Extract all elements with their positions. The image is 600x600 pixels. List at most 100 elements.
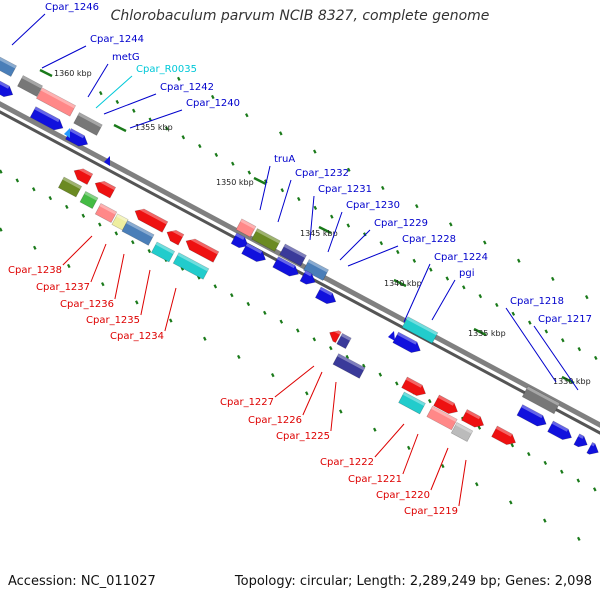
gene-upper-shine (402, 392, 426, 407)
callout-line (114, 253, 125, 300)
gene-label-cpar_1244: Cpar_1244 (90, 34, 144, 45)
gene-label-cpar_1226: Cpar_1226 (248, 415, 302, 426)
gene-label-cpar_1229: Cpar_1229 (374, 218, 428, 229)
gene-forward (65, 128, 89, 147)
gene-forward (392, 331, 421, 353)
callout-line (347, 245, 399, 267)
tick-dot (131, 240, 135, 245)
gene-upper (461, 409, 485, 428)
tick-dot (237, 354, 241, 360)
gene-forward-body (241, 242, 266, 262)
tick-dot (551, 276, 555, 282)
gene-upper (235, 218, 257, 238)
gene-lower (329, 327, 342, 344)
tick-dot (362, 363, 366, 368)
tick-dot (271, 373, 275, 378)
tick-dot (101, 282, 105, 287)
gene-label-cpar_1234: Cpar_1234 (110, 331, 164, 342)
gene-lower (172, 252, 210, 280)
tick-dot (544, 329, 549, 334)
gene-upper (332, 353, 366, 379)
callout-line (62, 235, 93, 266)
tick-dot (528, 320, 532, 325)
gene-upper (521, 385, 561, 415)
tick-dot (312, 337, 317, 342)
gene-upper-body (332, 353, 366, 379)
gene-lower-shine (96, 177, 116, 191)
tick-dot (483, 240, 487, 245)
gene-forward-body (272, 256, 299, 277)
gene-forward-body (547, 420, 572, 440)
gene-upper-body (433, 394, 458, 414)
gene-lower (73, 165, 94, 185)
accession-text: Accession: NC_011027 (8, 574, 156, 589)
tick-dot (395, 381, 399, 386)
tick-dot (169, 318, 173, 323)
gene-forward-body (516, 404, 547, 427)
tick-dot (297, 196, 301, 202)
gene-label-cpar_1231: Cpar_1231 (318, 184, 372, 195)
gene-upper-shine (77, 112, 103, 128)
tick-dot (246, 301, 251, 307)
tick-dot (198, 143, 202, 149)
callout-line (430, 447, 449, 491)
gene-lower-body (94, 180, 117, 199)
tick-dot (177, 76, 181, 81)
tick-dot (114, 231, 119, 236)
tick-dot (576, 478, 581, 483)
gene-lower-shine (75, 165, 93, 177)
gene-forward (299, 270, 316, 285)
callout-line (95, 75, 133, 109)
gene-upper-body (491, 425, 516, 445)
gene-lower-body (79, 191, 99, 209)
gene-forward-shine (69, 128, 85, 139)
gene-upper-shine (405, 377, 423, 388)
gene-lower-body (150, 241, 176, 263)
strand-marker (104, 156, 110, 166)
tick-dot (593, 487, 597, 492)
gene-upper (401, 376, 426, 396)
gene-forward-shine (235, 232, 245, 240)
gene-upper-body (235, 218, 257, 238)
callout-line (339, 229, 371, 261)
gene-upper-shine (21, 75, 43, 89)
tick-dot (560, 469, 564, 474)
gene-forward-shine (578, 433, 584, 439)
gene-lower (121, 220, 155, 246)
major-tick (253, 176, 267, 186)
callout-line (302, 371, 323, 416)
major-tick (473, 327, 487, 337)
gene-lower-shine (84, 191, 99, 201)
tick-dot (347, 167, 351, 172)
callout-line (374, 423, 405, 458)
kbp-label: 1360 kbp (54, 69, 92, 78)
gene-upper-shine (255, 228, 281, 244)
gene-forward (586, 441, 599, 455)
gene-label-cpar_1242: Cpar_1242 (160, 82, 214, 93)
gene-lower-shine (177, 252, 209, 272)
tick-dot (517, 258, 521, 263)
gene-upper (73, 112, 103, 136)
tick-dot (441, 463, 445, 469)
tick-dot (230, 293, 234, 298)
tick-dot (373, 427, 377, 432)
tick-dot (346, 223, 351, 228)
gene-forward (272, 256, 299, 277)
gene-forward-shine (397, 332, 418, 345)
gene-forward-body (573, 433, 588, 448)
gene-forward-body (230, 232, 249, 249)
tick-dot (379, 241, 384, 246)
callout-line (309, 195, 315, 241)
callout-line (103, 93, 157, 115)
tick-dot (462, 285, 466, 290)
tick-dot (445, 276, 450, 281)
tick-dot (477, 425, 482, 430)
gene-label-cpar_1221: Cpar_1221 (348, 474, 402, 485)
gene-upper-shine (431, 406, 458, 422)
tick-dot (543, 460, 548, 465)
gene-forward-shine (551, 421, 569, 432)
gene-label-cpar_1220: Cpar_1220 (376, 490, 430, 501)
callout-line (274, 365, 315, 398)
callout-line (164, 287, 177, 332)
gene-forward-body (392, 331, 421, 353)
